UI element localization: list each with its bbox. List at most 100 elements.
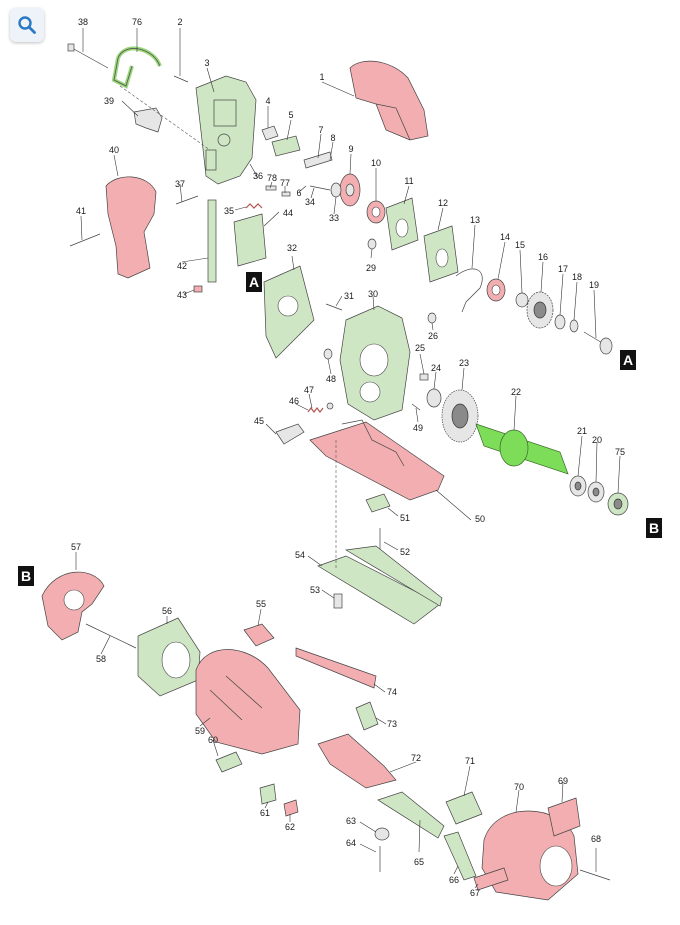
label-4: 4 bbox=[265, 96, 270, 106]
part-23-fan bbox=[441, 389, 479, 443]
part-44-guide bbox=[233, 213, 267, 267]
label-32: 32 bbox=[287, 243, 297, 253]
label-59: 59 bbox=[195, 726, 205, 736]
part-41-screw bbox=[69, 233, 101, 247]
part-48-washer bbox=[323, 348, 333, 360]
part-40-handle bbox=[105, 176, 157, 279]
label-64: 64 bbox=[346, 838, 356, 848]
part-63-washer bbox=[374, 827, 390, 841]
part-54-plate bbox=[317, 545, 443, 625]
label-72: 72 bbox=[411, 753, 421, 763]
part-66-cord bbox=[443, 831, 477, 881]
label-3: 3 bbox=[204, 58, 209, 68]
label-73: 73 bbox=[387, 719, 397, 729]
label-54: 54 bbox=[295, 550, 305, 560]
label-39: 39 bbox=[104, 96, 114, 106]
part-58-screw bbox=[85, 623, 137, 649]
label-11: 11 bbox=[404, 176, 413, 186]
part-62-part bbox=[283, 799, 299, 817]
label-2: 2 bbox=[177, 17, 182, 27]
part-17-ring bbox=[554, 314, 566, 330]
label-50: 50 bbox=[475, 514, 485, 524]
svg-text:A: A bbox=[623, 352, 633, 368]
label-36: 36 bbox=[253, 171, 263, 181]
part-25-pin bbox=[419, 373, 429, 381]
part-22-armature bbox=[475, 423, 569, 475]
part-24-bearing bbox=[426, 388, 442, 408]
label-18: 18 bbox=[572, 272, 582, 282]
part-labels: 38 76 2 3 1 39 4 5 7 8 9 10 11 12 13 14 … bbox=[71, 17, 625, 898]
label-55: 55 bbox=[256, 599, 266, 609]
label-41: 41 bbox=[76, 206, 86, 216]
part-73-switch bbox=[355, 701, 379, 731]
part-75-holder bbox=[607, 492, 629, 516]
part-51-block bbox=[365, 493, 391, 513]
part-61-clip bbox=[259, 783, 277, 805]
label-44: 44 bbox=[283, 208, 293, 218]
label-14: 14 bbox=[500, 232, 510, 242]
label-56: 56 bbox=[162, 606, 172, 616]
label-8: 8 bbox=[330, 133, 335, 143]
leader-line bbox=[119, 85, 211, 151]
label-10: 10 bbox=[371, 158, 381, 168]
part-53-screw bbox=[333, 593, 343, 609]
part-78-pin bbox=[265, 185, 277, 191]
part-72-switch-assembly bbox=[317, 733, 397, 789]
label-61: 61 bbox=[260, 808, 270, 818]
label-70: 70 bbox=[514, 782, 524, 792]
svg-text:B: B bbox=[649, 520, 659, 536]
part-60-connector bbox=[215, 751, 243, 773]
part-59-motor-housing bbox=[195, 649, 301, 755]
part-5-block bbox=[271, 135, 301, 157]
part-50-base bbox=[309, 419, 445, 501]
part-35-spring bbox=[245, 203, 263, 209]
label-12: 12 bbox=[438, 198, 448, 208]
part-21-bearing bbox=[569, 475, 587, 497]
label-58: 58 bbox=[96, 654, 106, 664]
label-45: 45 bbox=[254, 416, 264, 426]
part-13-arm bbox=[455, 268, 483, 313]
callout-b-left: B bbox=[18, 566, 34, 586]
part-31-screw bbox=[325, 303, 343, 311]
callout-a-right: A bbox=[620, 350, 636, 370]
part-11-plate bbox=[385, 197, 419, 251]
label-53: 53 bbox=[310, 585, 320, 595]
label-31: 31 bbox=[344, 291, 354, 301]
label-22: 22 bbox=[511, 387, 521, 397]
label-13: 13 bbox=[470, 215, 480, 225]
label-48: 48 bbox=[326, 374, 336, 384]
label-40: 40 bbox=[109, 145, 119, 155]
part-77-pin bbox=[281, 191, 291, 197]
part-57-bracket bbox=[41, 571, 105, 641]
label-16: 16 bbox=[538, 252, 548, 262]
svg-text:B: B bbox=[21, 568, 31, 584]
label-49: 49 bbox=[413, 423, 423, 433]
label-29: 29 bbox=[366, 263, 376, 273]
label-46: 46 bbox=[289, 396, 299, 406]
label-24: 24 bbox=[431, 363, 441, 373]
search-button[interactable] bbox=[10, 8, 44, 42]
part-55-brush bbox=[243, 623, 275, 647]
part-74-lever bbox=[295, 647, 377, 689]
label-69: 69 bbox=[558, 776, 568, 786]
label-43: 43 bbox=[177, 290, 187, 300]
label-52: 52 bbox=[400, 547, 410, 557]
label-57: 57 bbox=[71, 542, 81, 552]
label-78: 78 bbox=[267, 173, 277, 183]
callout-b-right: B bbox=[646, 518, 662, 538]
label-33: 33 bbox=[329, 213, 339, 223]
magnifier-search-icon bbox=[18, 16, 36, 34]
label-30: 30 bbox=[368, 289, 378, 299]
svg-text:A: A bbox=[249, 274, 259, 290]
part-34-screw bbox=[309, 185, 331, 191]
part-1-guard bbox=[349, 60, 429, 141]
part-46-spring bbox=[307, 407, 324, 413]
part-3-housing bbox=[195, 75, 257, 185]
label-35: 35 bbox=[224, 206, 234, 216]
label-38: 38 bbox=[78, 17, 88, 27]
label-51: 51 bbox=[400, 513, 410, 523]
part-42-rod bbox=[207, 199, 217, 283]
label-9: 9 bbox=[348, 144, 353, 154]
label-5: 5 bbox=[288, 110, 293, 120]
